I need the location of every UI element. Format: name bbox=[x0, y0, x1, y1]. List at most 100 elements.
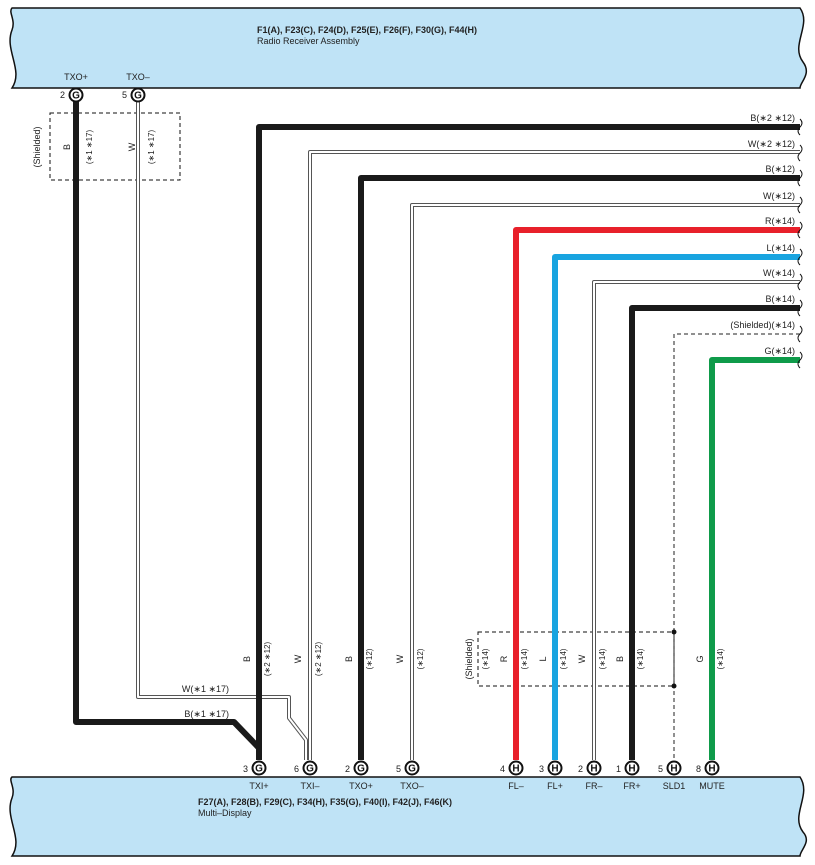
bottom-pin-label: TXI+ bbox=[249, 781, 268, 791]
wire-l-14 bbox=[552, 254, 800, 760]
top-shield-box bbox=[49, 112, 181, 181]
bottom-pin-conn: H bbox=[708, 764, 715, 775]
bottom-pin-num: 5 bbox=[396, 764, 401, 774]
top-wire1-note: (∗1 ∗17) bbox=[85, 130, 94, 165]
vlabel-note-5: (∗14) bbox=[520, 648, 529, 669]
bottom-pin-circle bbox=[251, 760, 267, 776]
wire-w-14-inner bbox=[593, 281, 800, 760]
bottom-shield-label: (Shielded) bbox=[464, 638, 474, 679]
bottom-pin-label: FL+ bbox=[547, 781, 563, 791]
vlabel-color-5: R bbox=[499, 655, 509, 662]
bottom-pin-conn: H bbox=[670, 764, 677, 775]
bottom-left-label-w: W(∗1 ∗17) bbox=[182, 684, 229, 694]
bottom-pin-circle bbox=[586, 760, 602, 776]
right-wire-labels: B(∗2 ∗12) W(∗2 ∗12) B(∗12) W(∗12) R(∗14)… bbox=[730, 113, 795, 356]
wire-b-14 bbox=[629, 305, 800, 760]
wire-w-txo-minus-inner bbox=[137, 98, 307, 760]
bottom-pin-conn: G bbox=[357, 764, 365, 775]
bottom-pin-num: 2 bbox=[578, 764, 583, 774]
top-pin-num: 2 bbox=[60, 90, 65, 100]
bottom-pin-conn: H bbox=[551, 764, 558, 775]
bottom-pin-num: 3 bbox=[243, 764, 248, 774]
vlabel-note-4: (∗12) bbox=[416, 648, 425, 669]
bottom-shield-box bbox=[477, 631, 675, 687]
vlabel-color-1: B bbox=[242, 656, 252, 662]
bottom-pin-conn: H bbox=[590, 764, 597, 775]
top-pin-conn: G bbox=[72, 91, 80, 102]
right-label-8: B(∗14) bbox=[765, 294, 795, 304]
top-connector-codes: F1(A), F23(C), F24(D), F25(E), F26(F), F… bbox=[257, 25, 477, 35]
bottom-pin-label: FL– bbox=[508, 781, 524, 791]
vlabel-color-6: L bbox=[538, 656, 548, 661]
right-label-5: R(∗14) bbox=[765, 216, 795, 226]
vlabel-color-8: B bbox=[615, 656, 625, 662]
bottom-pin-num: 4 bbox=[500, 764, 505, 774]
wire-b-txo-plus bbox=[73, 98, 262, 760]
top-wire2-color: W bbox=[127, 142, 137, 151]
bottom-pin-conn: G bbox=[408, 764, 416, 775]
bottom-pin-conn: G bbox=[306, 764, 314, 775]
top-wire1-color: B bbox=[62, 144, 72, 150]
top-component-panel bbox=[9, 7, 808, 89]
right-label-1: B(∗2 ∗12) bbox=[750, 113, 795, 123]
right-label-2: W(∗2 ∗12) bbox=[748, 139, 795, 149]
bottom-pin-label: MUTE bbox=[699, 781, 725, 791]
shield-junction-dot bbox=[671, 683, 677, 689]
vlabel-color-9: G bbox=[695, 655, 705, 662]
vlabel-note-8: (∗14) bbox=[636, 648, 645, 669]
bottom-pin-label: FR– bbox=[585, 781, 602, 791]
bottom-pin-circle bbox=[666, 760, 682, 776]
bottom-connector-codes: F27(A), F28(B), F29(C), F34(H), F35(G), … bbox=[198, 797, 452, 807]
bottom-component-panel bbox=[9, 776, 808, 857]
vlabel-note-9: (∗14) bbox=[716, 648, 725, 669]
bottom-pin-circle bbox=[302, 760, 318, 776]
right-label-4: W(∗12) bbox=[763, 191, 795, 201]
wire-w-12-inner bbox=[411, 204, 800, 760]
top-pin-circle bbox=[68, 87, 84, 103]
vlabel-note-3: (∗12) bbox=[365, 648, 374, 669]
right-label-6: L(∗14) bbox=[766, 243, 795, 253]
top-connector-name: Radio Receiver Assembly bbox=[257, 36, 360, 46]
vlabel-color-7: W bbox=[577, 654, 587, 663]
bottom-pin-conn: H bbox=[512, 764, 519, 775]
right-label-10: G(∗14) bbox=[764, 346, 795, 356]
bottom-pin-circle bbox=[508, 760, 524, 776]
bottom-pin-circle bbox=[704, 760, 720, 776]
bottom-pin-conn: H bbox=[628, 764, 635, 775]
bottom-shield-note: (∗14) bbox=[481, 648, 490, 669]
wire-cut-marks bbox=[797, 118, 803, 369]
vlabel-note-2: (∗2 ∗12) bbox=[314, 642, 323, 677]
top-pin-label: TXO– bbox=[126, 72, 150, 82]
bottom-pin-num: 5 bbox=[658, 764, 663, 774]
wire-w-txo-minus-outer bbox=[136, 98, 308, 760]
bottom-pin-circle bbox=[547, 760, 563, 776]
bottom-pin-num: 6 bbox=[294, 764, 299, 774]
bottom-pin-num: 8 bbox=[696, 764, 701, 774]
right-label-7: W(∗14) bbox=[763, 268, 795, 278]
bottom-pin-label: TXI– bbox=[300, 781, 319, 791]
bottom-pin-conn: G bbox=[255, 764, 263, 775]
bottom-pin-circle bbox=[624, 760, 640, 776]
wire-r-14 bbox=[513, 227, 800, 760]
right-label-3: B(∗12) bbox=[765, 164, 795, 174]
vlabel-note-6: (∗14) bbox=[559, 648, 568, 669]
bottom-pin-circle bbox=[404, 760, 420, 776]
wire-g-14 bbox=[709, 357, 800, 760]
top-shield-label: (Shielded) bbox=[32, 126, 42, 167]
top-pin-conn: G bbox=[134, 91, 142, 102]
vlabel-color-4: W bbox=[395, 654, 405, 663]
top-pin-num: 5 bbox=[122, 90, 127, 100]
top-pin-circle bbox=[130, 87, 146, 103]
bottom-pin-num: 3 bbox=[539, 764, 544, 774]
bottom-left-label-b: B(∗1 ∗17) bbox=[184, 709, 229, 719]
bottom-pin-label: SLD1 bbox=[663, 781, 686, 791]
wires bbox=[73, 98, 800, 760]
top-pin-label: TXO+ bbox=[64, 72, 88, 82]
vlabel-note-7: (∗14) bbox=[598, 648, 607, 669]
bottom-pins: 3 G TXI+ 6 G TXI– 2 G TXO+ 5 G TXO– 4 H … bbox=[243, 760, 725, 791]
bottom-pin-label: TXO+ bbox=[349, 781, 373, 791]
bottom-pin-circle bbox=[353, 760, 369, 776]
top-wire2-note: (∗1 ∗17) bbox=[147, 130, 156, 165]
bottom-pin-num: 2 bbox=[345, 764, 350, 774]
